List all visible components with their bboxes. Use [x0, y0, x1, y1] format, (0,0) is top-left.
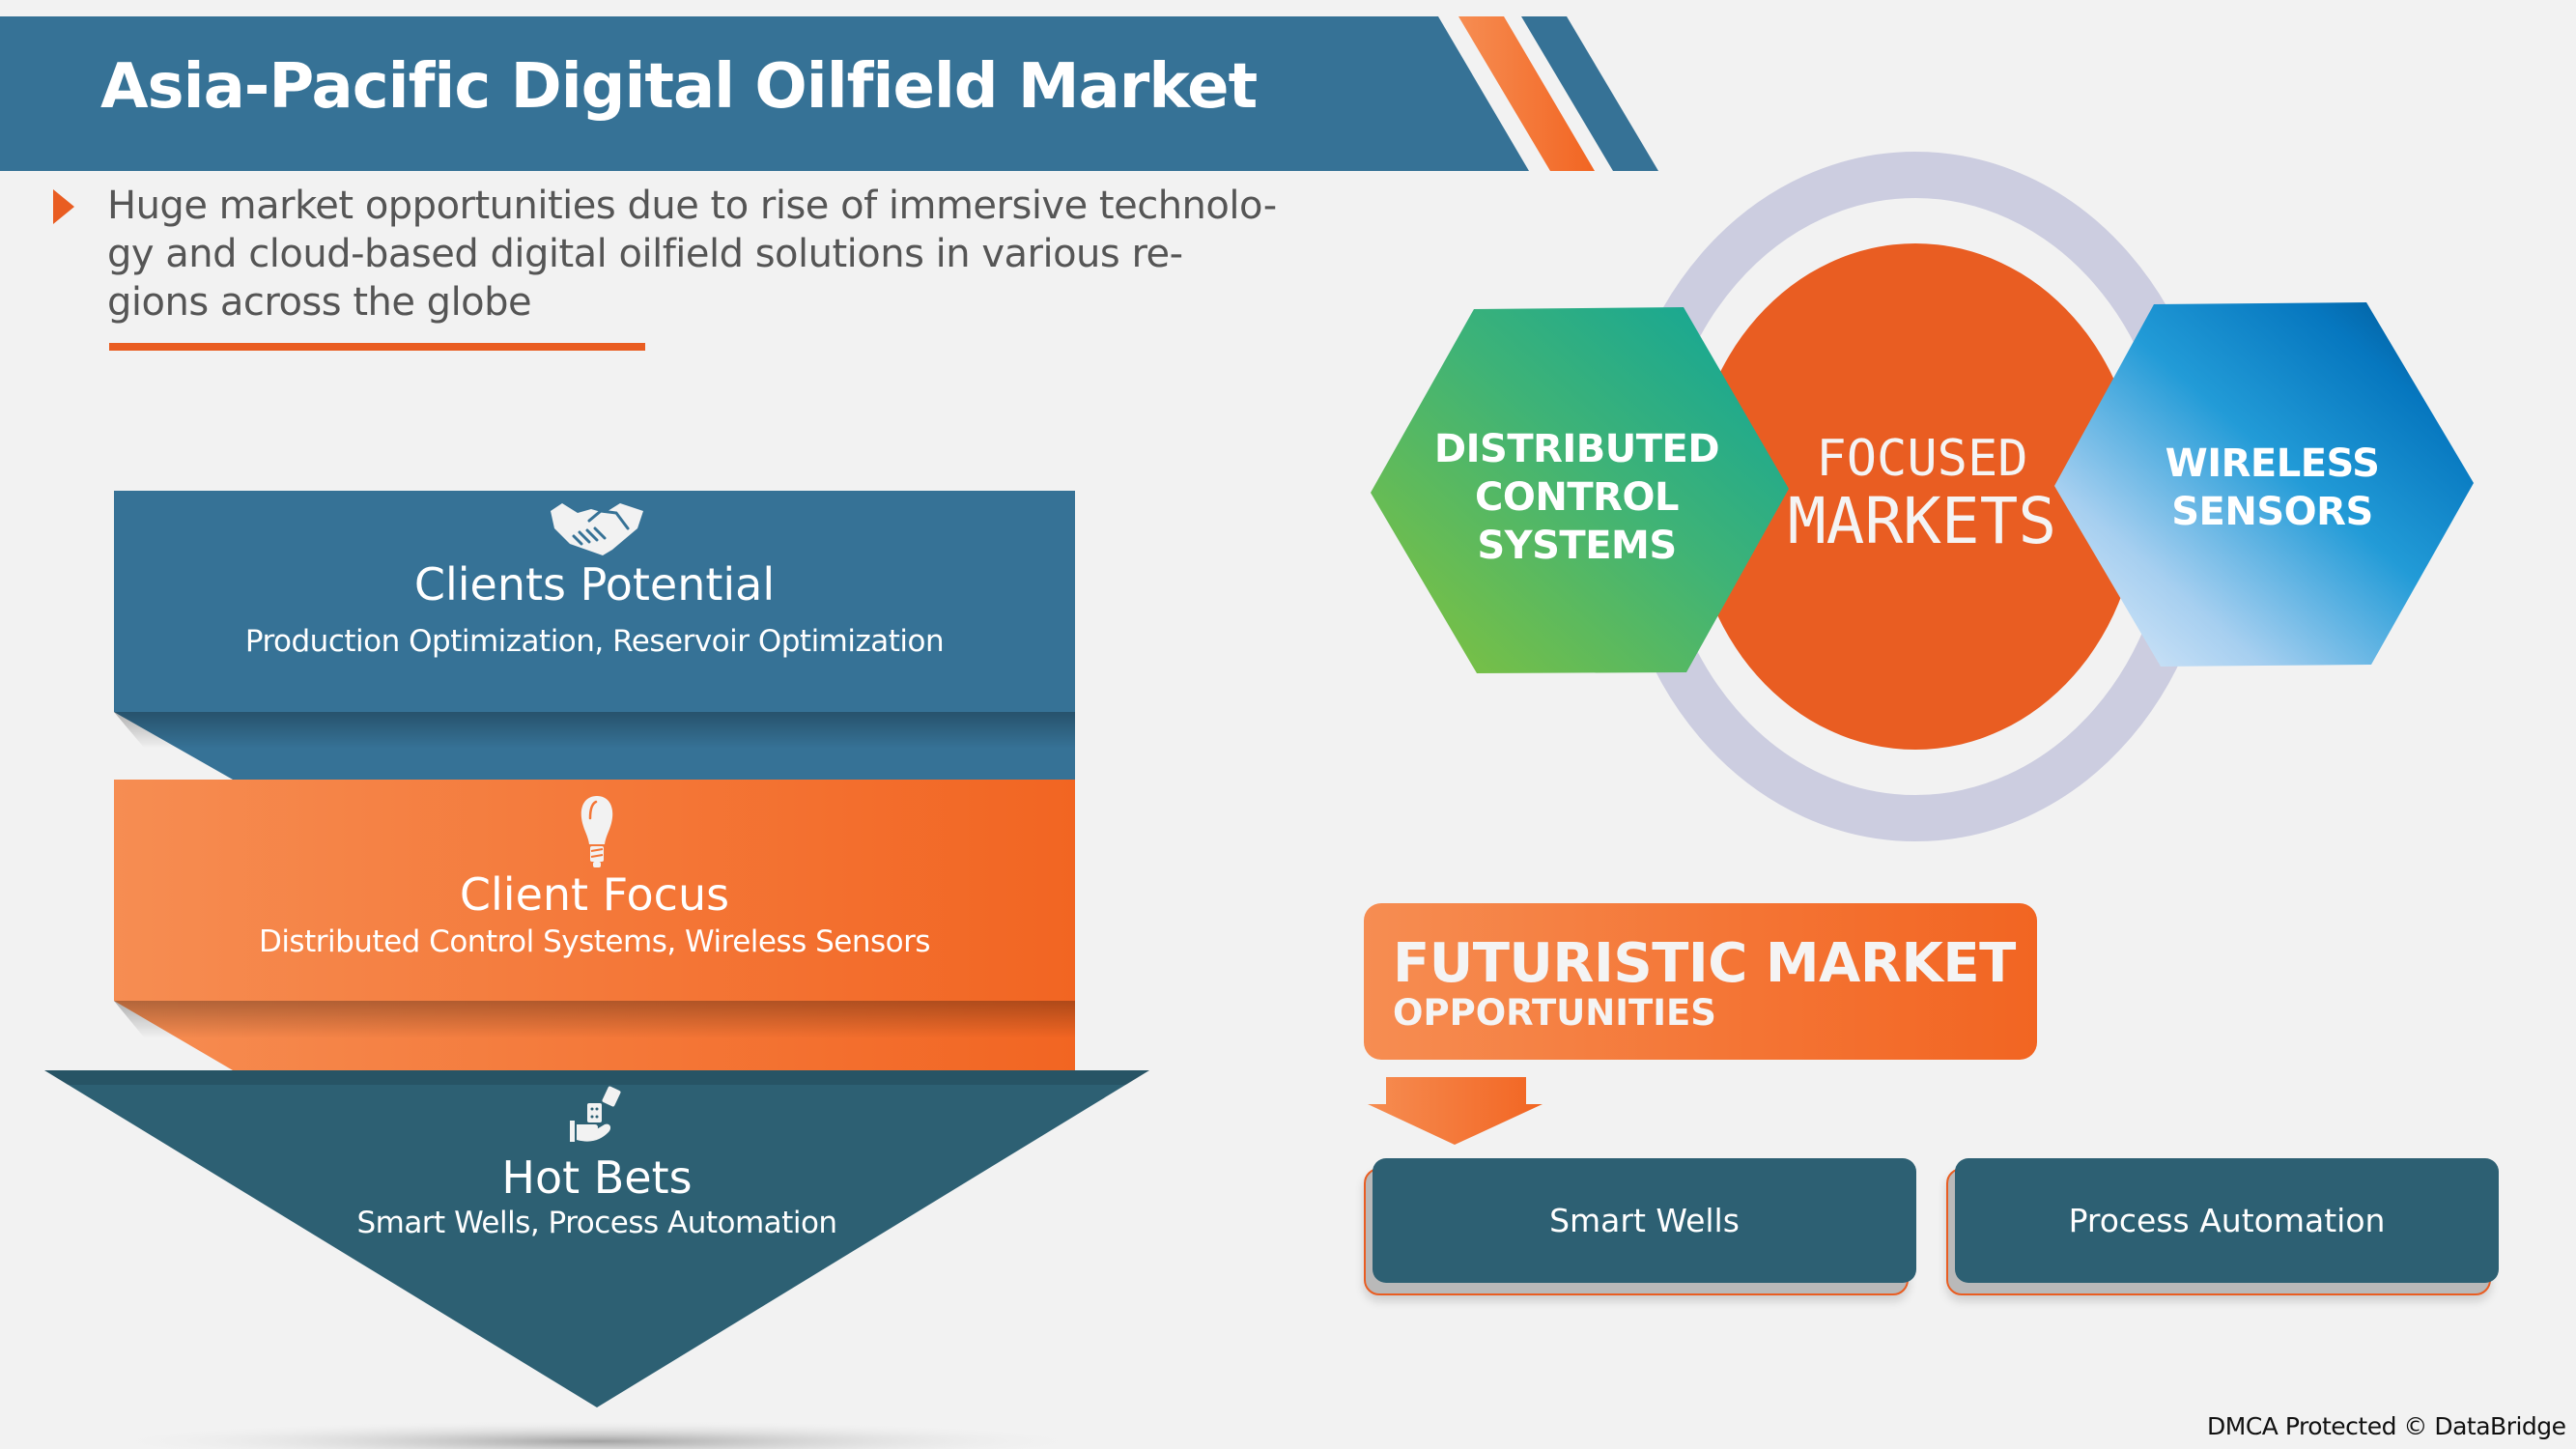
futuristic-title: FUTURISTIC MARKET — [1393, 932, 2016, 995]
funnel-tier-title: Clients Potential — [413, 558, 776, 611]
hex-label-line: WIRELESS — [2165, 441, 2380, 486]
header-stripe-blue — [1521, 16, 1658, 171]
header-band — [0, 16, 1529, 171]
focused-markets-label: FOCUSED MARKETS — [1787, 430, 2057, 555]
hex-label-distributed-control: DISTRIBUTED CONTROL SYSTEMS — [1391, 425, 1763, 570]
funnel-tier-hot-bets: Hot Bets Smart Wells, Process Automation — [44, 1070, 1149, 1407]
funnel-tier1-fold-shadow — [114, 712, 1075, 749]
hex-wireless-sensors — [2054, 302, 2474, 667]
intro-line: gions across the globe — [107, 280, 532, 325]
markets-line: MARKETS — [1787, 484, 2057, 558]
copyright-footer: DMCA Protected © DataBridge — [2207, 1412, 2566, 1440]
intro-line: gy and cloud-based digital oilfield solu… — [107, 232, 1183, 276]
funnel-tier3-shadow — [44, 1070, 1149, 1085]
opportunity-card-smart-wells: Smart Wells — [1364, 1158, 1916, 1295]
hex-label-line: SENSORS — [2171, 490, 2373, 534]
funnel-tier2-fold-shadow — [114, 1001, 1075, 1038]
opportunity-card-process-automation: Process Automation — [1946, 1158, 2499, 1295]
funnel-tier-subtitle: Smart Wells, Process Automation — [356, 1206, 837, 1240]
funnel-shadow — [95, 1420, 1099, 1449]
focused-line: FOCUSED — [1816, 430, 2028, 488]
process-automation-button[interactable]: Process Automation — [1955, 1158, 2499, 1283]
intro-underline — [109, 343, 645, 351]
funnel-tier-title: Client Focus — [459, 868, 730, 921]
funnel-tier-client-focus: Client Focus Distributed Control Systems… — [114, 780, 1075, 1001]
funnel-tier3-triangle — [44, 1070, 1149, 1407]
funnel-tier-clients-potential: Clients Potential Production Optimizatio… — [114, 491, 1075, 712]
smart-wells-button[interactable]: Smart Wells — [1373, 1158, 1916, 1283]
down-arrow-icon — [1368, 1077, 1543, 1145]
funnel-tier-title: Hot Bets — [501, 1151, 693, 1204]
focus-center-circle — [1691, 243, 2139, 750]
intro-paragraph: Huge market opportunities due to rise of… — [107, 182, 1363, 327]
triangle-bullet-icon — [53, 189, 74, 224]
hex-label-line: DISTRIBUTED — [1433, 427, 1720, 471]
hex-distributed-control — [1371, 307, 1789, 673]
funnel-tier-subtitle: Distributed Control Systems, Wireless Se… — [258, 924, 931, 959]
hex-label-line: CONTROL — [1475, 475, 1679, 520]
hand-dice-icon — [570, 1086, 621, 1142]
hex-label-wireless-sensors: WIRELESS SENSORS — [2106, 440, 2439, 536]
lightbulb-icon — [580, 796, 613, 867]
handshake-icon — [551, 503, 643, 555]
hex-label-line: SYSTEMS — [1477, 524, 1677, 568]
funnel-tier-subtitle: Production Optimization, Reservoir Optim… — [244, 624, 945, 659]
intro-line: Huge market opportunities due to rise of… — [107, 184, 1277, 228]
futuristic-subtitle: OPPORTUNITIES — [1393, 992, 1716, 1034]
futuristic-market-banner: FUTURISTIC MARKET OPPORTUNITIES — [1364, 903, 2037, 1060]
header-stripe-orange — [1458, 16, 1595, 171]
page-title: Asia-Pacific Digital Oilfield Market — [100, 51, 1258, 123]
